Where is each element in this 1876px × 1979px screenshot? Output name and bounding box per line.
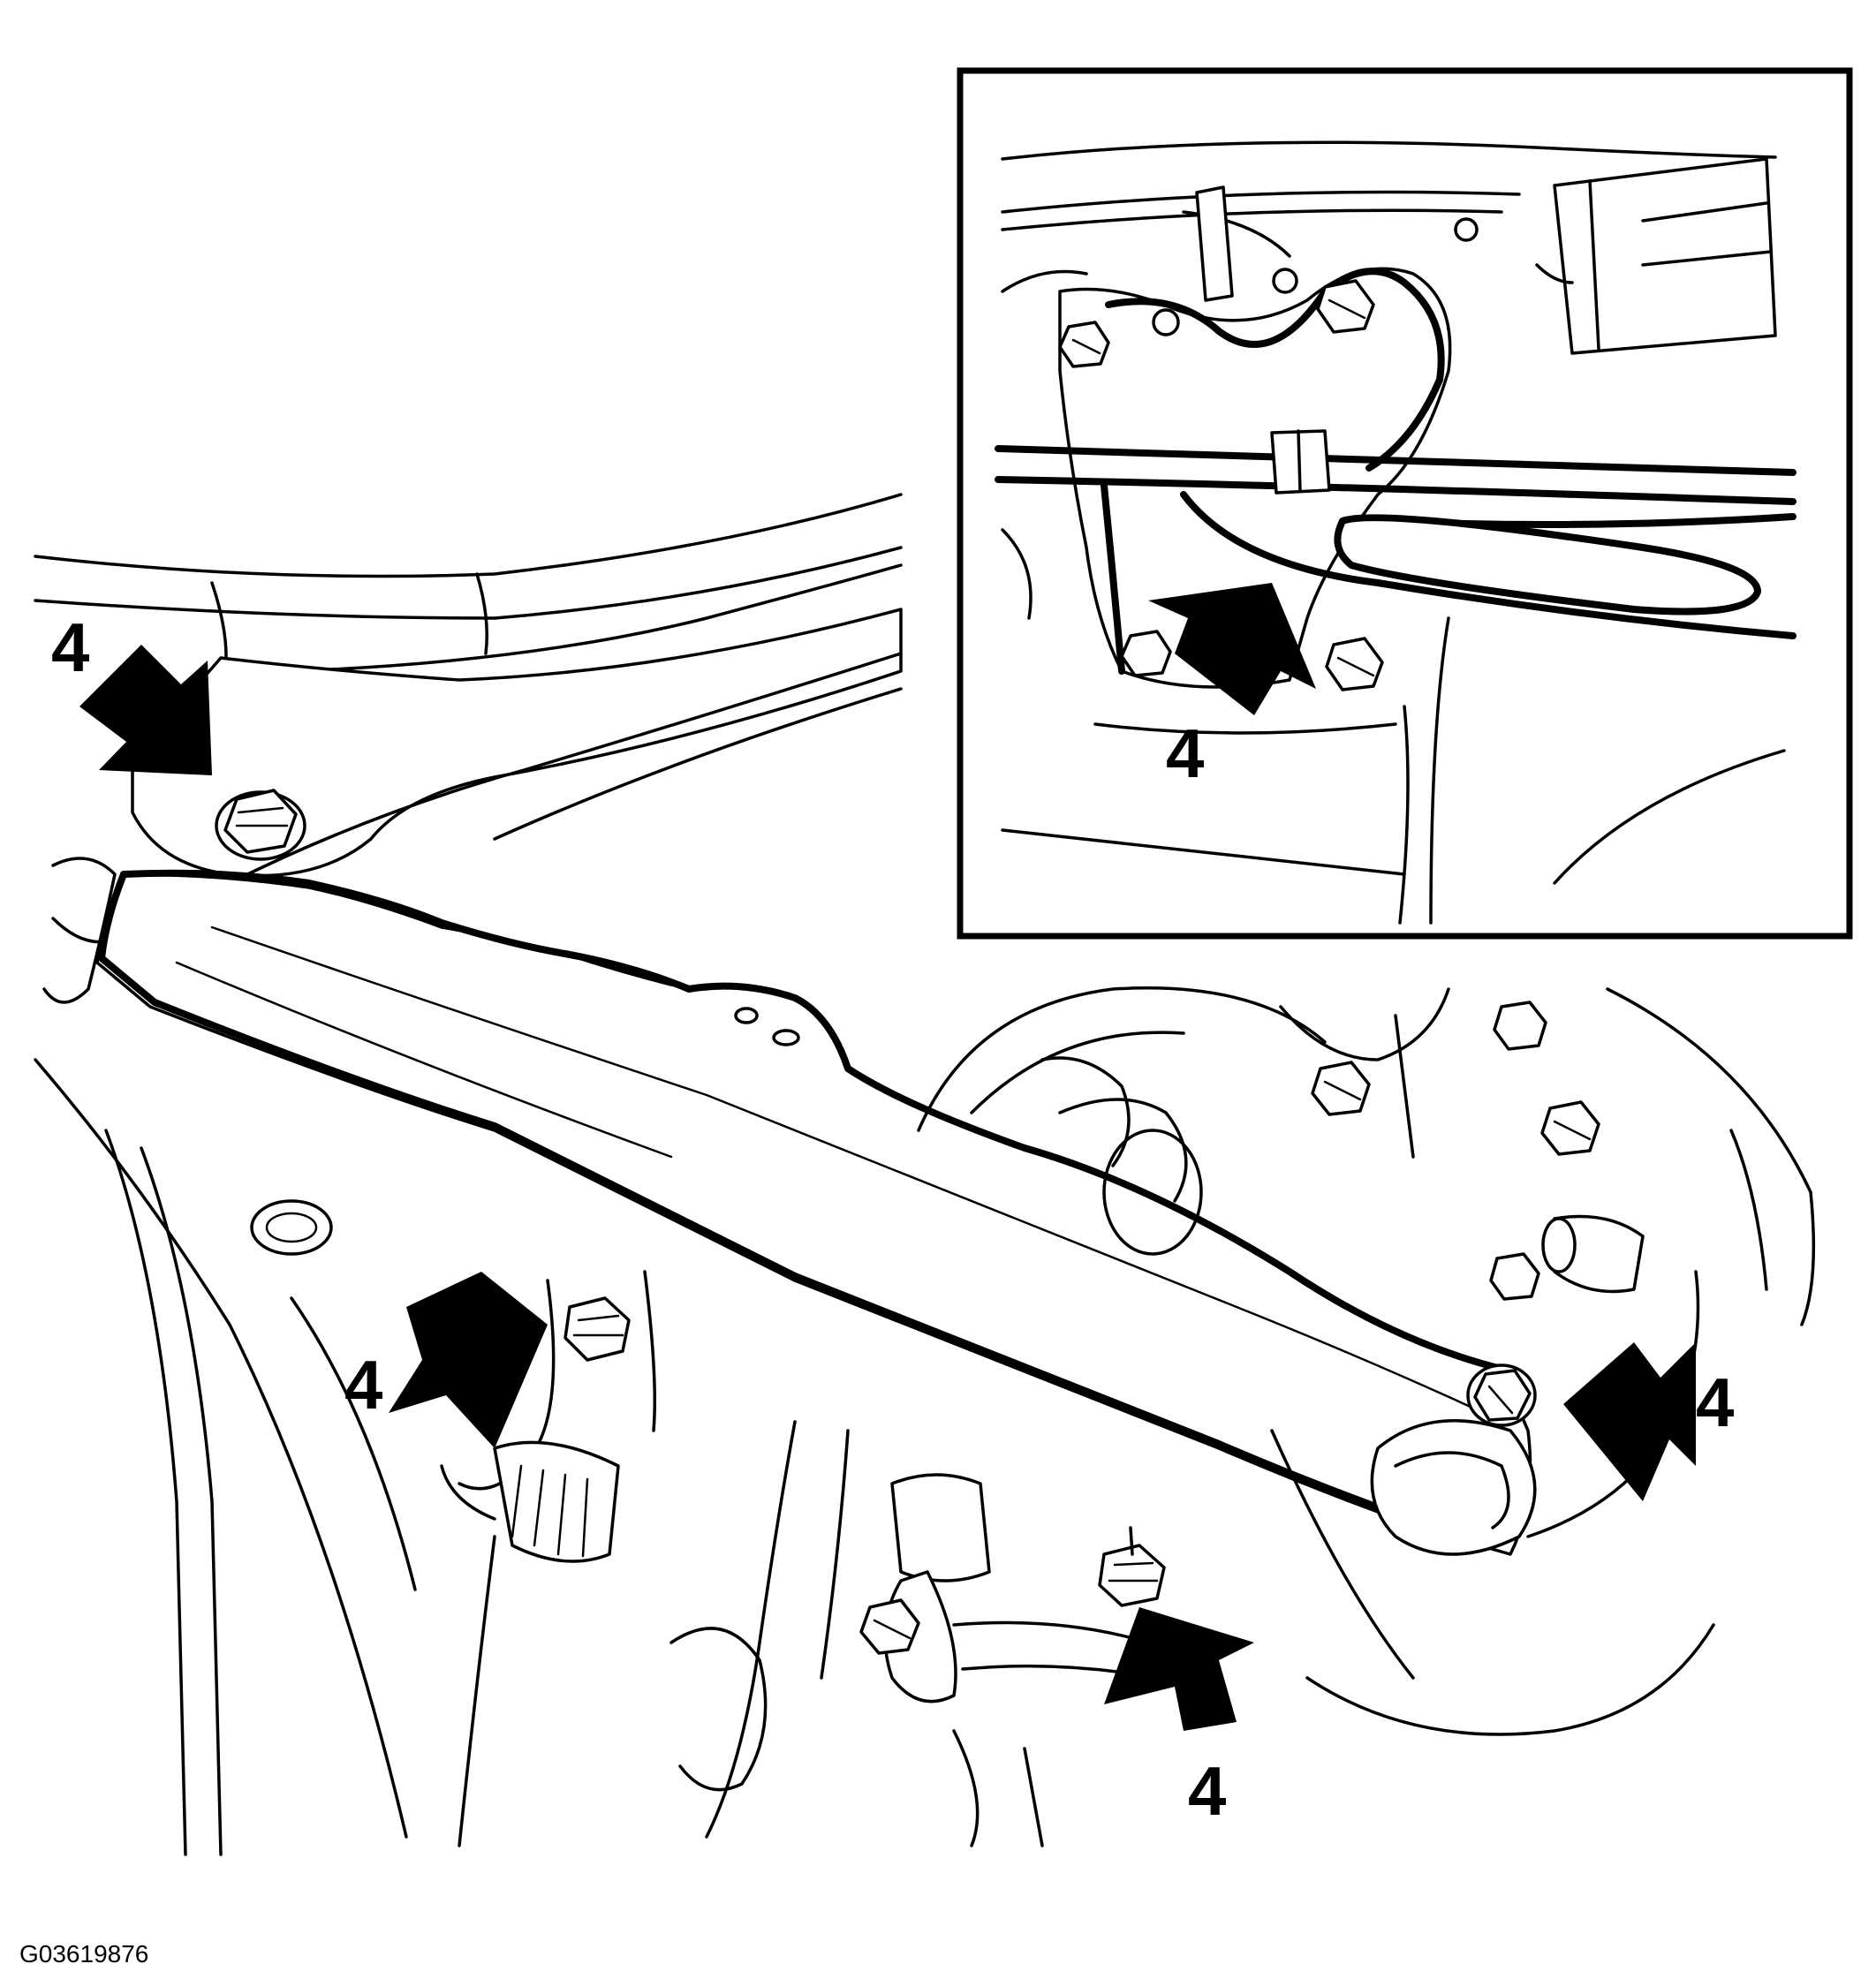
inset-bolt-top-right (1316, 279, 1375, 334)
bushing-right (1370, 1419, 1537, 1556)
bolt-upper-right-b (1540, 1100, 1600, 1156)
arrow-callout-4 (1104, 1607, 1254, 1731)
main-drawing (34, 493, 1816, 1856)
inset-bolt-lower-left (1120, 630, 1172, 677)
figure-id-code: G03619876 (19, 1940, 148, 1968)
arrow-callout-5 (1148, 583, 1316, 715)
bolt-upper-right-a (1311, 1061, 1371, 1116)
bolt-middle (564, 1296, 631, 1362)
callout-label-4: 4 (1188, 1752, 1226, 1830)
bolt-lower-center (1098, 1526, 1166, 1607)
arrow-callout-2 (389, 1272, 548, 1448)
callout-arrows (79, 583, 1696, 1731)
bolt-right-mid (1489, 1252, 1540, 1301)
callout-label-5: 4 (1166, 714, 1204, 792)
bolt-tie-rod (859, 1598, 920, 1655)
callout-label-1: 4 (51, 608, 89, 686)
callout-labels: 4 4 4 4 4 (51, 608, 1734, 1830)
inset-bolt-top-left (1058, 321, 1110, 368)
bolt-upper-left (215, 789, 306, 861)
inset-bolt-lower-right (1325, 637, 1384, 691)
arrow-callout-3 (1563, 1342, 1696, 1501)
arrow-callout-1 (79, 645, 212, 775)
bolt-upper-right-c (1493, 1001, 1547, 1051)
callout-label-2: 4 (344, 1346, 382, 1424)
callout-label-3: 4 (1696, 1363, 1734, 1441)
inset-detail (957, 67, 1853, 940)
bolt-right (1466, 1363, 1537, 1427)
